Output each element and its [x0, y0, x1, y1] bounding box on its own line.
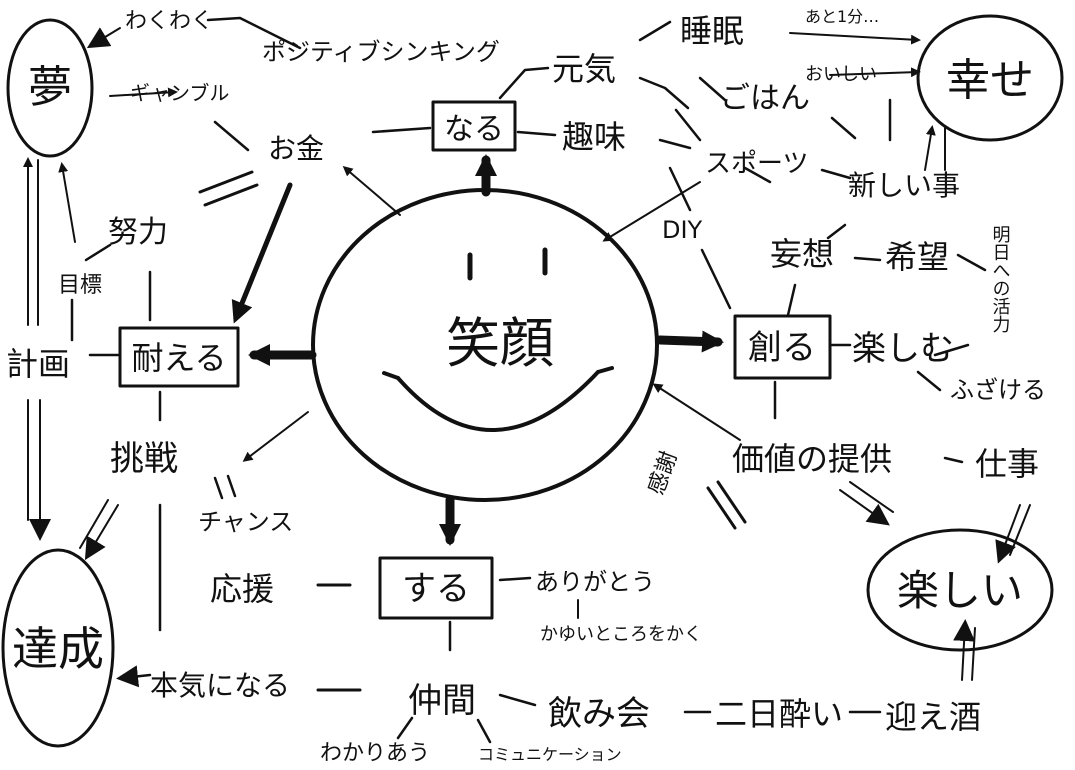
goal-shiawase: 幸せ: [916, 14, 1064, 142]
word-ashita: 明日への活力: [990, 225, 1011, 333]
word-mokuhyou: 目標: [58, 273, 102, 298]
word-kayui: かゆいところをかく: [540, 624, 702, 645]
word-diy: DIY: [662, 216, 703, 244]
word-shigoto: 仕事: [975, 445, 1039, 483]
word-nomikai: 飲み会: [548, 694, 650, 734]
word-tanoshimu: 楽しむ: [852, 329, 954, 369]
word-nakama: 仲間: [408, 681, 476, 721]
word-chance: チャンス: [198, 508, 293, 536]
word-kibou: 希望: [885, 238, 949, 276]
hub-naru-label: なる: [444, 112, 504, 147]
word-gamble: ギャンブル: [130, 81, 229, 105]
word-fuzakeru: ふざける: [950, 376, 1046, 404]
goal-tassei-label: 達成: [12, 622, 104, 676]
thick-arrows: [248, 154, 724, 546]
hub-taeru-label: 耐える: [131, 339, 226, 377]
goal-tassei: 達成: [1, 548, 115, 748]
word-kachi: 価値の提供: [732, 440, 892, 478]
goal-tanoshii-label: 楽しい: [897, 566, 1023, 615]
hub-suru: する: [378, 556, 494, 620]
smiley-face: 笑顔: [311, 188, 659, 502]
word-mousou: 妄想: [770, 235, 834, 273]
hub-taeru: 耐える: [118, 326, 240, 388]
word-keikaku: 計画: [6, 345, 70, 383]
goal-yume-label: 夢: [28, 62, 72, 113]
hub-tsukuru-label: 創る: [748, 328, 816, 368]
hub-suru-label: する: [402, 569, 470, 609]
word-gohan: ごはん: [720, 81, 810, 116]
word-shumi: 趣味: [562, 118, 626, 156]
word-honki: 本気になる: [150, 669, 290, 702]
word-okane: お金: [268, 132, 324, 165]
center-label: 笑顔: [446, 312, 554, 375]
word-suimin: 睡眠: [680, 12, 744, 50]
word-kansha: 感謝: [644, 448, 683, 498]
word-ato-ippun: あと1分…: [805, 7, 879, 26]
hub-tsukuru: 創る: [733, 314, 832, 380]
word-chousen: 挑戦: [110, 439, 178, 479]
word-wakuwaku: わくわく: [125, 9, 213, 34]
word-sports: スポーツ: [705, 149, 808, 179]
word-futsukayoi: 二日酔い: [715, 695, 843, 733]
word-ouen: 応援: [210, 570, 274, 608]
hub-naru: なる: [431, 100, 517, 152]
word-arigatou: ありがとう: [535, 568, 655, 596]
word-communication: コミュニケーション: [478, 745, 622, 764]
word-shinkiji: 新しい事: [848, 169, 960, 202]
word-oishii: おいしい: [805, 64, 877, 85]
goal-shiawase-label: 幸せ: [946, 55, 1034, 106]
word-positive: ポジティブシンキング: [262, 38, 500, 66]
goal-yume: 夢: [6, 18, 94, 158]
goal-tanoshii: 楽しい: [866, 528, 1054, 652]
word-doryoku: 努力: [108, 215, 168, 250]
word-wakariau: わかりあう: [320, 741, 430, 766]
word-genki: 元気: [552, 50, 616, 88]
word-mukaezake: 迎え酒: [885, 698, 981, 736]
connector-lines: [23, 16, 1031, 744]
word-labels: 元気 睡眠 あと1分… ごはん おいしい 趣味 スポーツ 新しい事 DIY お金…: [6, 7, 1046, 766]
